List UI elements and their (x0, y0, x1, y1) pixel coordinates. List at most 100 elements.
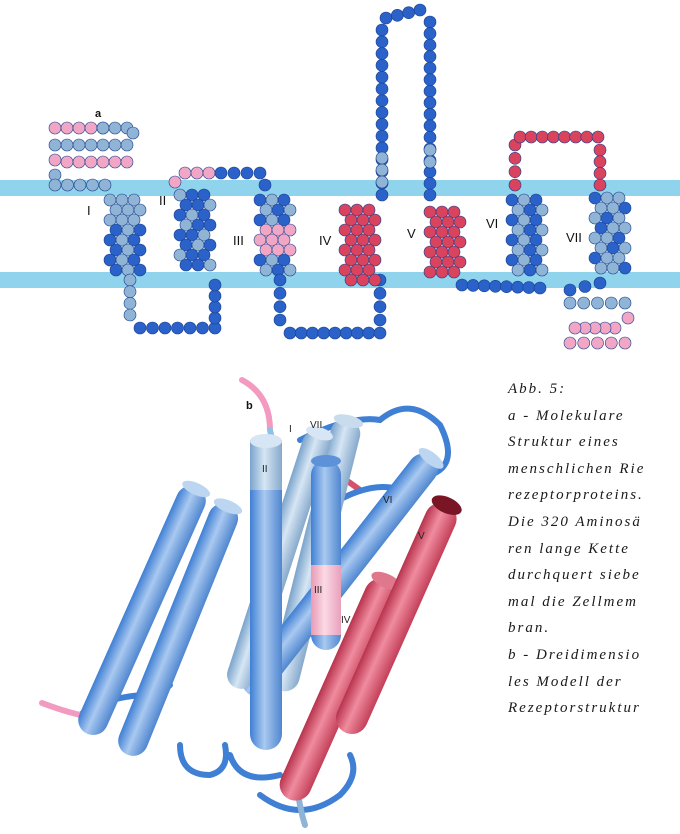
amino-acid-bead (536, 264, 548, 276)
amino-acid-bead (259, 179, 271, 191)
amino-acid-bead (180, 259, 192, 271)
caption-line-12: les Modell der (508, 669, 680, 696)
amino-acid-bead (594, 277, 606, 289)
panel-a-sequence-diagram: a I II III IV V VI VII (0, 0, 680, 355)
caption-line-11: b - Dreidimensio (508, 642, 680, 669)
caption-line-5: rezeptorproteins. (508, 482, 680, 509)
amino-acid-bead (209, 312, 221, 324)
amino-acid-bead (594, 179, 606, 191)
caption-line-9: mal die Zellmem (508, 589, 680, 616)
amino-acid-bead (49, 154, 61, 166)
amino-acid-bead (605, 337, 617, 349)
helix-label-a-3: III (233, 233, 244, 248)
amino-acid-chain (49, 4, 634, 349)
amino-acid-bead (85, 122, 97, 134)
amino-acid-bead (203, 167, 215, 179)
helix-label-b-4: IV (341, 615, 351, 626)
amino-acid-bead (594, 156, 606, 168)
amino-acid-bead (376, 48, 388, 60)
helix-label-a-2: II (159, 193, 166, 208)
amino-acid-bead (376, 107, 388, 119)
amino-acid-bead (374, 314, 386, 326)
amino-acid-bead (436, 266, 448, 278)
amino-acid-bead (209, 301, 221, 313)
amino-acid-bead (594, 167, 606, 179)
amino-acid-bead (605, 297, 617, 309)
amino-acid-bead (403, 7, 415, 19)
amino-acid-bead (147, 322, 159, 334)
amino-acid-bead (509, 152, 521, 164)
amino-acid-bead (478, 280, 490, 292)
amino-acid-bead (49, 139, 61, 151)
amino-acid-bead (61, 122, 73, 134)
bottom-loop-1 (180, 745, 226, 775)
helix-label-a-5: V (407, 226, 416, 241)
amino-acid-bead (424, 266, 436, 278)
amino-acid-bead (307, 327, 319, 339)
cylinder-v (331, 491, 465, 739)
amino-acid-bead (97, 139, 109, 151)
amino-acid-bead (619, 297, 631, 309)
amino-acid-bead (85, 156, 97, 168)
amino-acid-bead (569, 322, 581, 334)
amino-acid-bead (607, 262, 619, 274)
amino-acid-bead (97, 156, 109, 168)
amino-acid-bead (594, 144, 606, 156)
amino-acid-bead (536, 131, 548, 143)
amino-acid-bead (448, 266, 460, 278)
amino-acid-bead (121, 139, 133, 151)
amino-acid-bead (62, 179, 74, 191)
amino-acid-bead (376, 189, 388, 201)
amino-acid-bead (197, 322, 209, 334)
amino-acid-bead (109, 156, 121, 168)
amino-acid-bead (414, 4, 426, 16)
amino-acid-bead (61, 139, 73, 151)
amino-acid-bead (592, 297, 604, 309)
amino-acid-bead (456, 279, 468, 291)
amino-acid-bead (559, 131, 571, 143)
helix-label-b-1: I (289, 424, 292, 435)
amino-acid-bead (134, 322, 146, 334)
amino-acid-bead (424, 62, 436, 74)
amino-acid-bead (509, 166, 521, 178)
amino-acid-bead (109, 122, 121, 134)
amino-acid-bead (215, 167, 227, 179)
amino-acid-bead (376, 83, 388, 95)
amino-acid-bead (284, 327, 296, 339)
amino-acid-bead (73, 139, 85, 151)
amino-acid-bead (74, 179, 86, 191)
amino-acid-bead (99, 179, 111, 191)
helix-label-b-3: III (314, 585, 322, 596)
amino-acid-bead (179, 167, 191, 179)
amino-acid-bead (295, 327, 307, 339)
amino-acid-bead (49, 179, 61, 191)
amino-acid-bead (380, 12, 392, 24)
amino-acid-bead (318, 327, 330, 339)
amino-acid-bead (564, 337, 576, 349)
amino-acid-bead (619, 262, 631, 274)
amino-acid-bead (523, 282, 535, 294)
bottom-loop-2 (230, 755, 280, 778)
amino-acid-bead (424, 120, 436, 132)
amino-acid-bead (169, 176, 181, 188)
helix-label-b-5: V (418, 531, 425, 542)
amino-acid-bead (124, 274, 136, 286)
amino-acid-bead (124, 309, 136, 321)
amino-acid-bead (274, 314, 286, 326)
amino-acid-bead (391, 9, 403, 21)
amino-acid-bead (570, 131, 582, 143)
amino-acid-bead (376, 118, 388, 130)
helix-label-a-1: I (87, 203, 91, 218)
amino-acid-bead (374, 287, 386, 299)
amino-acid-bead (73, 122, 85, 134)
amino-acid-bead (274, 301, 286, 313)
amino-acid-bead (374, 327, 386, 339)
caption-line-6: Die 320 Aminosä (508, 509, 680, 536)
amino-acid-bead (329, 327, 341, 339)
amino-acid-bead (241, 167, 253, 179)
caption-line-4: menschlichen Rie (508, 456, 680, 483)
amino-acid-bead (172, 322, 184, 334)
amino-acid-bead (424, 16, 436, 28)
amino-acid-bead (595, 262, 607, 274)
amino-acid-bead (547, 131, 559, 143)
